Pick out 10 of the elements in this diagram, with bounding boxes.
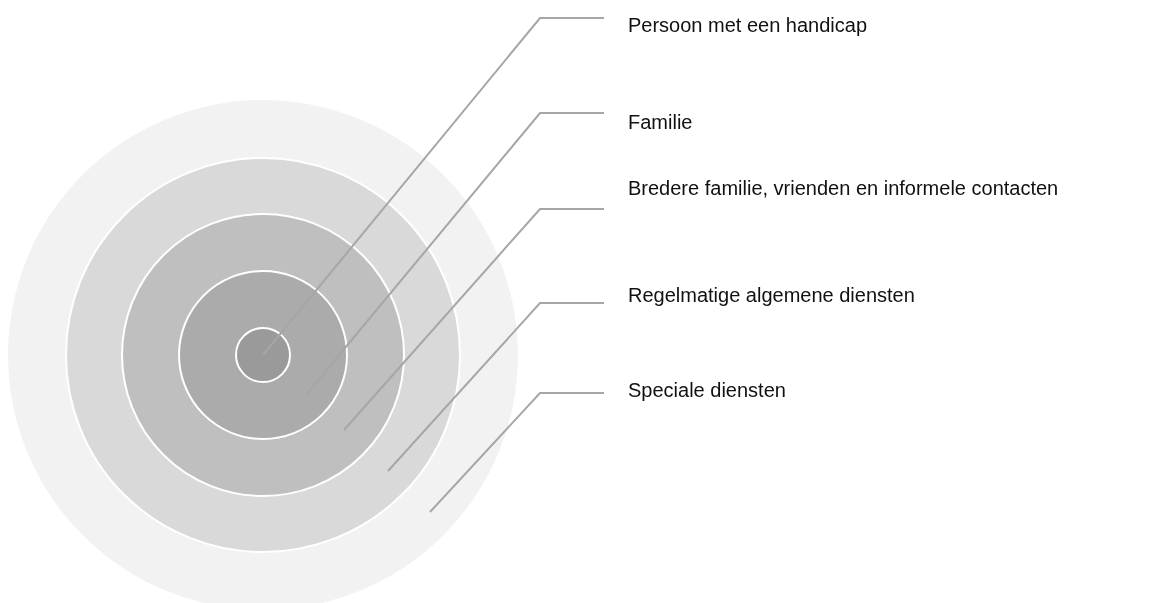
label-text: Bredere familie, vrienden en informele contacten bbox=[604, 176, 1059, 211]
label-text: Regelmatige algemene diensten bbox=[604, 283, 915, 307]
leader-line bbox=[429, 392, 605, 513]
label-text: Familie bbox=[604, 110, 693, 134]
label-text: Persoon met een handicap bbox=[604, 13, 868, 37]
leader-line bbox=[387, 302, 605, 472]
label-text: Speciale diensten bbox=[604, 378, 786, 402]
center-circle bbox=[235, 327, 291, 383]
leader-line bbox=[343, 208, 605, 431]
leader-line bbox=[262, 17, 605, 356]
